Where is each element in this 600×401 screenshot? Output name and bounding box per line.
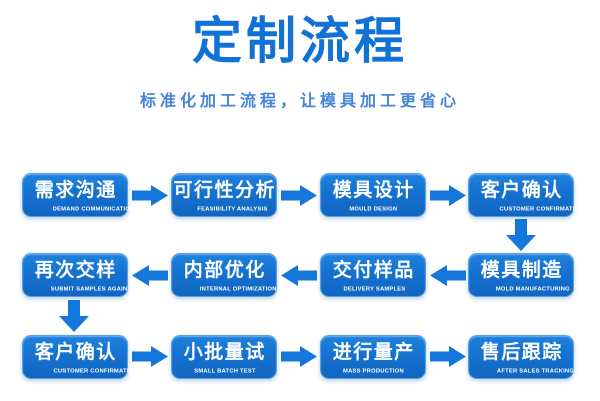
flow-step-mold-manufacturing: 模具制造 MOLD MANUFACTURING <box>468 253 574 297</box>
arrow-down-icon <box>59 300 89 332</box>
step-caption: SUBMIT SAMPLES AGAIN <box>50 286 128 293</box>
arrow-left-icon <box>132 265 168 286</box>
step-title: 小批量试 <box>183 341 266 363</box>
arrow-right-icon <box>430 346 466 367</box>
step-caption: FEASIBILITY ANALYSIS <box>197 206 268 213</box>
step-title: 模具设计 <box>332 179 415 201</box>
flow-step-delivery-samples: 交付样品 DELIVERY SAMPLES <box>320 253 426 297</box>
arrow-right-icon <box>132 346 168 367</box>
step-caption: INTERNAL OPTIMIZATION <box>199 286 277 293</box>
flow-step-after-sales-tracking: 售后跟踪 AFTER SALES TRACKING <box>468 335 574 379</box>
step-title: 客户确认 <box>34 341 117 363</box>
step-title: 模具制造 <box>480 259 563 281</box>
arrow-left-icon <box>430 265 466 286</box>
arrow-right-icon <box>132 185 168 206</box>
step-caption: MOLD MANUFACTURING <box>495 286 570 293</box>
arrow-left-icon <box>281 265 317 286</box>
flow-step-customer-confirmation-1: 客户确认 CUSTOMER CONFIRMATION <box>468 173 584 217</box>
step-title: 交付样品 <box>332 259 415 281</box>
step-title: 内部优化 <box>183 259 266 281</box>
step-title: 需求沟通 <box>34 179 117 201</box>
step-caption: SMALL BATCH TEST <box>194 368 256 375</box>
step-caption: CUSTOMER CONFIRMATION <box>499 206 584 213</box>
step-title: 可行性分析 <box>173 179 277 201</box>
step-caption: MOULD DESIGN <box>349 206 397 213</box>
step-caption: AFTER SALES TRACKING <box>496 368 575 375</box>
flow-step-demand-communication: 需求沟通 DEMAND COMMUNICATION <box>22 173 134 217</box>
arrow-right-icon <box>281 346 317 367</box>
arrow-right-icon <box>281 185 317 206</box>
step-caption: CUSTOMER CONFIRMATION <box>53 368 138 375</box>
arrow-right-icon <box>430 185 466 206</box>
flow-step-mass-production: 进行量产 MASS PRODUCTION <box>320 335 426 379</box>
step-title: 再次交样 <box>34 259 117 281</box>
page-subtitle: 标准化加工流程，让模具加工更省心 <box>139 93 460 110</box>
step-caption: DEMAND COMMUNICATION <box>52 206 135 213</box>
flow-step-mould-design: 模具设计 MOULD DESIGN <box>320 173 426 217</box>
step-title: 进行量产 <box>332 341 415 363</box>
step-title: 售后跟踪 <box>480 341 563 363</box>
flow-step-internal-optimization: 内部优化 INTERNAL OPTIMIZATION <box>171 253 277 297</box>
flow-step-feasibility-analysis: 可行性分析 FEASIBILITY ANALYSIS <box>171 173 277 217</box>
arrow-down-icon <box>506 219 536 251</box>
page-title: 定制流程 <box>192 13 408 69</box>
step-caption: MASS PRODUCTION <box>343 368 404 375</box>
flow-step-submit-samples-again: 再次交样 SUBMIT SAMPLES AGAIN <box>22 253 128 297</box>
flow-step-small-batch-test: 小批量试 SMALL BATCH TEST <box>171 335 277 379</box>
step-caption: DELIVERY SAMPLES <box>343 286 406 293</box>
step-title: 客户确认 <box>480 179 563 201</box>
flow-step-customer-confirmation-2: 客户确认 CUSTOMER CONFIRMATION <box>22 335 138 379</box>
